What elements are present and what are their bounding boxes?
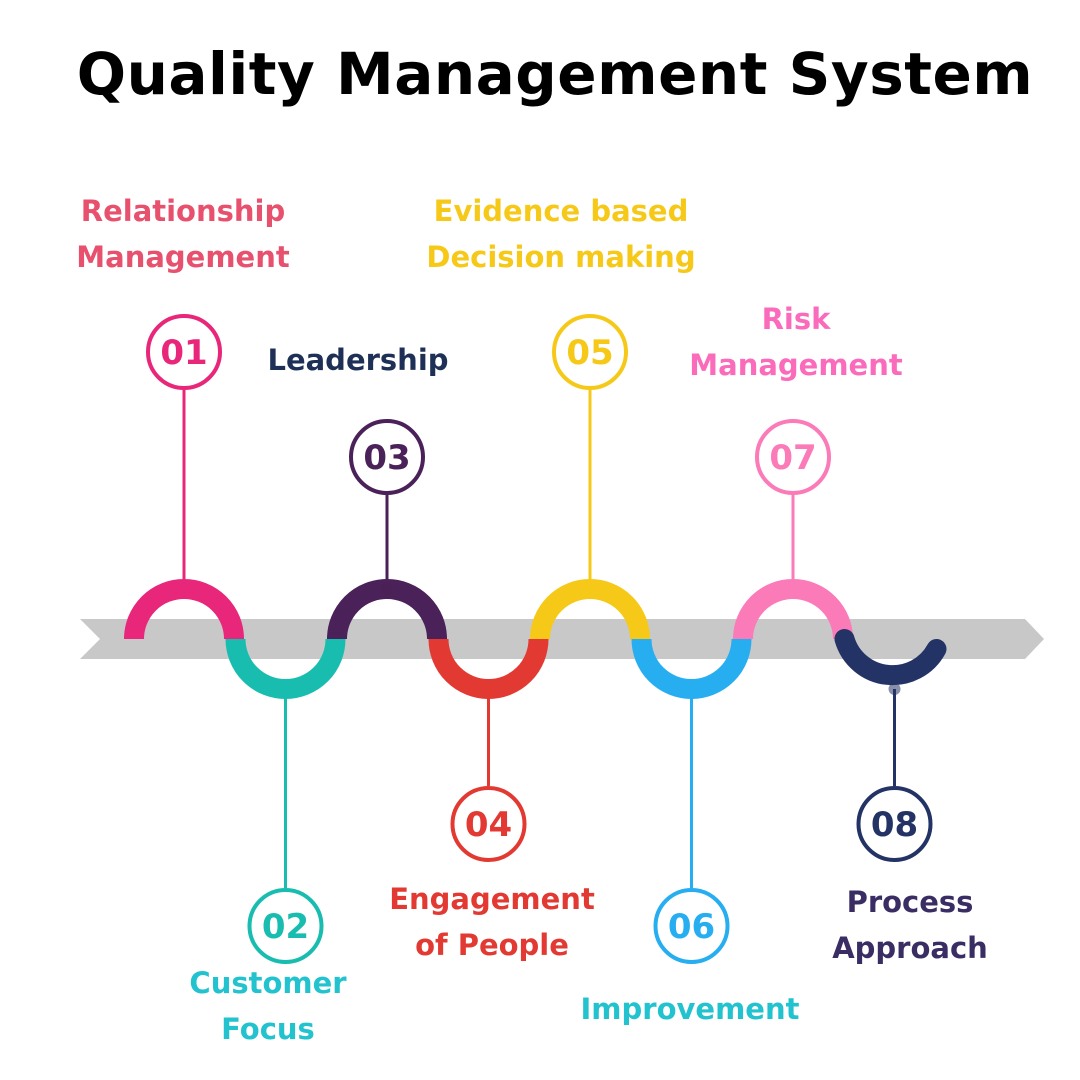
step-label-line: Management	[76, 240, 290, 274]
step-circle-08	[856, 786, 933, 862]
connector-dot-05	[584, 583, 596, 595]
step-number-05: 05	[566, 333, 613, 373]
step-circle-02	[247, 888, 324, 964]
step-circle-04	[450, 786, 527, 862]
connector-dot-07	[787, 583, 799, 595]
step-label-line: Improvement	[580, 992, 800, 1026]
step-circle-01	[146, 314, 222, 390]
connector-dot-01	[178, 583, 190, 595]
step-label-line: Leadership	[267, 343, 449, 377]
step-circle-03	[349, 419, 425, 495]
step-label-line: Management	[689, 348, 903, 382]
connector-dot-06	[685, 683, 698, 695]
step-number-01: 01	[160, 333, 207, 373]
step-label-line: Evidence based	[433, 194, 689, 228]
step-label-line: Process	[846, 885, 974, 919]
step-connectors: 01 02 03 04 05 06 07 08	[146, 314, 933, 964]
timeline-arrow	[80, 619, 1044, 659]
connector-dot-02	[279, 683, 292, 695]
connector-dot-03	[381, 583, 393, 595]
connector-dot-08	[888, 683, 901, 695]
step-circle-06	[653, 888, 730, 964]
connector-dot-04	[482, 683, 495, 695]
step-number-04: 04	[465, 805, 512, 845]
step-label-line: of People	[415, 928, 569, 962]
step-number-06: 06	[668, 907, 715, 947]
step-label-line: Customer	[189, 966, 347, 1000]
step-number-07: 07	[769, 438, 816, 478]
step-number-03: 03	[363, 438, 410, 478]
step-label-line: Focus	[221, 1012, 315, 1046]
step-label-line: Relationship	[80, 194, 286, 228]
step-circle-05	[552, 314, 628, 390]
step-label-03: Leadership	[267, 337, 448, 383]
step-number-02: 02	[262, 907, 309, 947]
step-circle-07	[755, 419, 831, 495]
step-label-line: Risk	[761, 302, 831, 336]
step-number-08: 08	[871, 805, 918, 845]
wave-segment-08	[834, 629, 947, 686]
step-label-04: Engagement of People	[389, 876, 595, 968]
step-label-line: Engagement	[389, 882, 595, 916]
page-title: Quality Management System	[76, 40, 1034, 108]
step-label-line: Approach	[832, 931, 988, 965]
step-label-06: Improvement	[581, 986, 800, 1032]
step-label-line: Decision making	[426, 240, 696, 274]
